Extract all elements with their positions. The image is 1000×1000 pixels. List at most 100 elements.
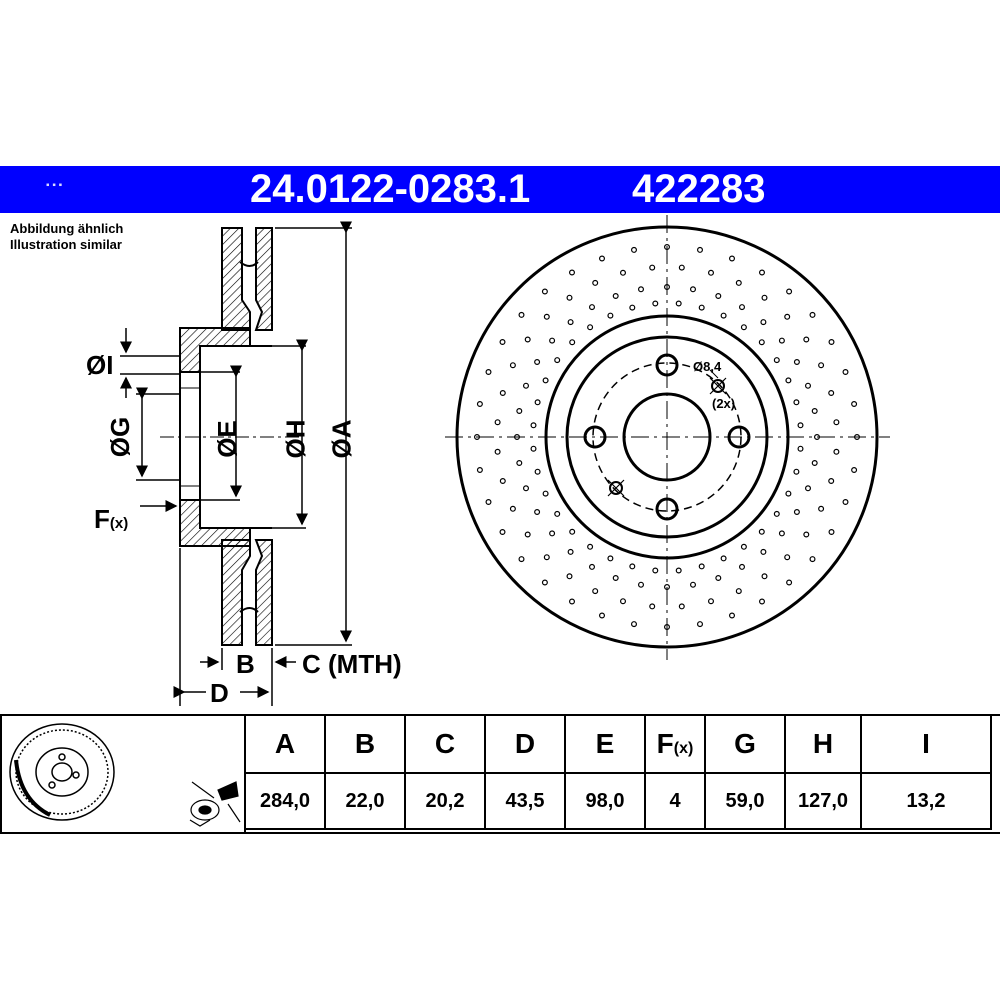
drill-hole — [809, 556, 816, 563]
drill-hole — [524, 336, 531, 343]
drill-hole — [592, 279, 599, 286]
drill-hole — [735, 588, 742, 595]
drill-hole — [675, 300, 682, 307]
label-f-letter: F — [94, 504, 110, 534]
drill-hole — [663, 244, 670, 251]
drill-hole — [592, 588, 599, 595]
drill-hole — [663, 583, 670, 590]
part-number: 24.0122-0283.1 — [250, 167, 531, 211]
label-d: D — [210, 678, 229, 708]
drill-hole — [828, 339, 835, 346]
drill-hole — [663, 284, 670, 291]
drill-hole — [663, 623, 670, 630]
drill-hole — [720, 312, 727, 319]
illustration-note: Abbildung ähnlich Illustration similar — [10, 221, 123, 253]
bolt-hole — [727, 425, 751, 449]
drill-hole — [518, 556, 525, 563]
label-dia-g: ØG — [105, 416, 136, 458]
drill-hole — [811, 460, 818, 467]
drill-hole — [494, 448, 501, 455]
header-g: G — [704, 714, 786, 774]
cross-drilled-holes — [474, 244, 860, 630]
drill-hole — [793, 359, 800, 366]
value-c: 20,2 — [404, 772, 486, 830]
drill-hole — [813, 434, 820, 441]
note-line-en: Illustration similar — [10, 237, 122, 252]
drill-hole — [818, 505, 825, 512]
drill-hole — [675, 567, 682, 574]
drill-hole — [784, 554, 791, 561]
drill-hole — [649, 264, 656, 271]
drill-hole — [758, 528, 765, 535]
label-dia-e: ØE — [211, 420, 242, 458]
label-c-mth: C (MTH) — [302, 649, 402, 679]
label-b: B — [236, 649, 255, 679]
drill-hole — [778, 337, 785, 344]
header-h: H — [784, 714, 862, 774]
bolt-hole — [655, 353, 679, 377]
header-a: A — [244, 714, 326, 774]
value-d: 43,5 — [484, 772, 566, 830]
label-f-sub: (x) — [109, 515, 129, 532]
drill-hole — [568, 269, 575, 276]
drill-hole — [509, 362, 516, 369]
drill-hole — [698, 563, 705, 570]
drill-hole — [541, 579, 548, 586]
drill-hole — [828, 528, 835, 535]
drill-hole — [630, 246, 637, 253]
dimension-lines — [120, 221, 352, 706]
drill-hole — [567, 319, 574, 326]
drill-hole — [758, 269, 765, 276]
drill-hole — [678, 603, 685, 610]
drill-hole — [534, 399, 541, 406]
value-b: 22,0 — [324, 772, 406, 830]
threaded-hole — [609, 481, 623, 495]
drill-hole — [851, 467, 858, 474]
drill-hole — [720, 555, 727, 562]
drill-hole — [689, 286, 696, 293]
drill-hole — [516, 408, 523, 415]
value-a: 284,0 — [244, 772, 326, 830]
drill-hole — [499, 339, 506, 346]
drill-hole — [516, 460, 523, 467]
drill-hole — [793, 468, 800, 475]
drill-hole — [809, 311, 816, 318]
drill-hole — [758, 598, 765, 605]
label-dia-a: ØA — [326, 419, 357, 459]
drill-hole — [786, 579, 793, 586]
drill-hole — [485, 369, 492, 376]
drill-hole — [530, 422, 537, 429]
drill-hole — [738, 304, 745, 311]
drill-hole — [542, 490, 549, 497]
drill-hole — [804, 485, 811, 492]
drill-hole — [793, 509, 800, 516]
header-c: C — [404, 714, 486, 774]
drill-hole — [598, 255, 605, 262]
drill-hole — [785, 377, 792, 384]
drill-hole — [773, 510, 780, 517]
spec-table: A B C D E F(x) G H I 284,0 22,0 20,2 43,… — [0, 714, 1000, 832]
drill-hole — [698, 304, 705, 311]
drill-hole — [818, 362, 825, 369]
drill-hole — [803, 531, 810, 538]
label-dia-i: ØI — [86, 350, 114, 380]
drill-hole — [707, 269, 714, 276]
drill-hole — [652, 567, 659, 574]
drill-hole — [476, 401, 483, 408]
drill-hole — [778, 530, 785, 537]
drill-hole — [474, 434, 481, 441]
drill-hole — [587, 324, 594, 331]
drill-hole — [549, 337, 556, 344]
drill-hole — [652, 300, 659, 307]
section-view — [179, 227, 273, 646]
drill-hole — [649, 603, 656, 610]
drill-hole — [804, 382, 811, 389]
header-e: E — [564, 714, 646, 774]
drill-hole — [522, 485, 529, 492]
drill-hole — [696, 621, 703, 628]
drill-hole — [786, 288, 793, 295]
front-view — [445, 215, 890, 660]
header-f-sub: (x) — [673, 740, 694, 757]
value-e: 98,0 — [564, 772, 646, 830]
